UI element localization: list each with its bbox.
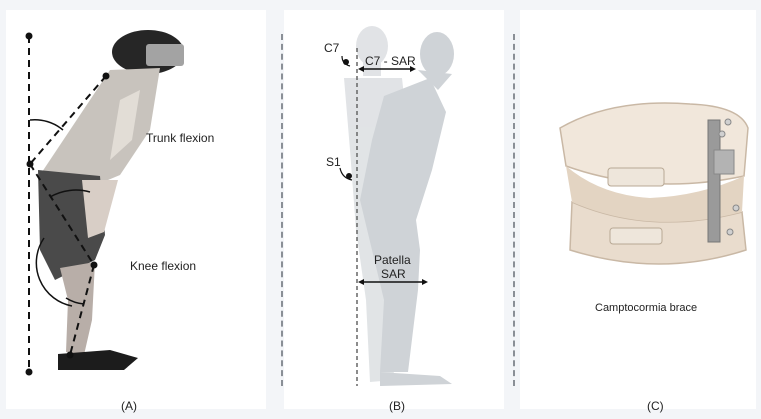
brace-label: Camptocormia brace — [595, 302, 697, 314]
camptocormia-brace — [560, 103, 748, 264]
caption-c: (C) — [647, 399, 664, 413]
